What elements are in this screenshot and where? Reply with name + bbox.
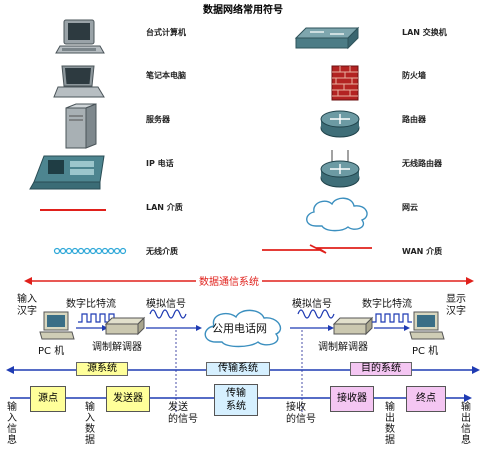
- lan-switch-icon: [294, 26, 360, 50]
- legend-laptop-label: 笔记本电脑: [146, 71, 186, 80]
- digital-bits-left-label: 数字比特流: [66, 299, 116, 310]
- legend-wireless-router-label: 无线路由器: [402, 159, 442, 168]
- wireless-router-icon: [320, 150, 360, 188]
- lan-medium-line: [40, 209, 106, 211]
- legend-cloud-label: 网云: [402, 203, 418, 212]
- display-chinese-label: 显示 汉字: [446, 294, 466, 317]
- flow-source-box: 源点: [30, 386, 66, 412]
- wireless-medium-line: [53, 247, 127, 255]
- legend-wan-medium-label: WAN 介质: [402, 247, 443, 256]
- modem-right-label: 调制解调器: [318, 342, 368, 353]
- analog-wave-right: [297, 309, 335, 319]
- pc-left-label: PC 机: [38, 346, 65, 357]
- flow-destination-box: 终点: [406, 386, 446, 412]
- flow-input-data: 输入数据: [85, 402, 95, 446]
- pc-right-icon: [409, 311, 445, 340]
- flow-receiver-box: 接收器: [330, 386, 374, 412]
- flow-transmission-box: 传输 系统: [214, 384, 258, 416]
- laptop-icon: [53, 65, 105, 98]
- legend-wireless-medium-label: 无线介质: [146, 247, 178, 256]
- page-title: 数据网络常用符号: [203, 5, 283, 16]
- modem-right-icon: [332, 316, 374, 336]
- wan-medium-line: [262, 244, 372, 254]
- legend-lan-switch-label: LAN 交换机: [402, 28, 447, 37]
- arrow-pc-to-modem-left: [76, 325, 108, 331]
- legend-server-label: 服务器: [146, 115, 170, 124]
- transmission-system-header: 传输系统: [206, 362, 270, 376]
- pc-right-label: PC 机: [412, 346, 439, 357]
- arrow-modem-to-cloud: [146, 325, 202, 331]
- system-title: 数据通信系统: [196, 273, 262, 288]
- analog-left-label: 模拟信号: [146, 299, 186, 310]
- flow-sent-signal: 发送 的信号: [168, 402, 198, 425]
- destination-system-header: 目的系统: [350, 362, 412, 376]
- legend-lan-medium-label: LAN 介质: [146, 203, 183, 212]
- legend-ip-phone-label: IP 电话: [146, 159, 174, 168]
- modem-left-icon: [104, 316, 146, 336]
- flow-received-signal: 接收 的信号: [286, 402, 316, 425]
- flow-output-data: 输出数据: [385, 402, 395, 446]
- source-system-header: 源系统: [76, 362, 128, 376]
- cloud-label: 公用电话网: [212, 322, 267, 335]
- public-telephone-network-cloud: [204, 309, 282, 348]
- flow-input-info: 输入信息: [7, 402, 17, 446]
- router-icon: [320, 110, 360, 138]
- analog-right-label: 模拟信号: [292, 299, 332, 310]
- digital-wave-right: [372, 313, 412, 323]
- legend-desktop-label: 台式计算机: [146, 28, 186, 37]
- ip-phone-icon: [29, 155, 105, 190]
- modem-left-label: 调制解调器: [92, 342, 142, 353]
- legend-firewall-label: 防火墙: [402, 71, 426, 80]
- firewall-icon: [331, 65, 359, 101]
- network-cloud-icon: [306, 197, 368, 232]
- pc-left-icon: [39, 311, 75, 340]
- arrow-modem-to-pc-right: [374, 325, 410, 331]
- analog-wave-left: [149, 309, 187, 319]
- flow-transmitter-box: 发送器: [106, 386, 150, 412]
- legend-router-label: 路由器: [402, 115, 426, 124]
- digital-wave-left: [78, 313, 118, 323]
- input-chinese-label: 输入 汉字: [17, 294, 37, 317]
- flow-output-info: 输出信息: [461, 402, 471, 446]
- desktop-computer-icon: [55, 19, 105, 54]
- server-icon: [65, 103, 97, 149]
- digital-bits-right-label: 数字比特流: [362, 299, 412, 310]
- arrow-cloud-to-modem: [290, 325, 334, 331]
